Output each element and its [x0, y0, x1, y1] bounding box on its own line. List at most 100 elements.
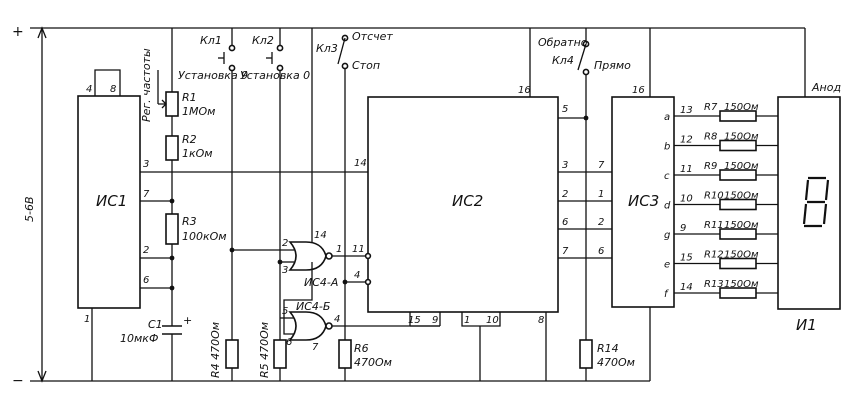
segment-e	[802, 203, 808, 225]
kl3-option-a: Отсчет	[352, 30, 393, 43]
ic3-output-pin-label: 11	[680, 164, 693, 175]
ic3-output-letter: b	[664, 142, 670, 153]
ic1-pin-1: 1	[84, 314, 90, 325]
ic2-pin-14: 14	[354, 158, 367, 169]
bank-resistor-name: R7	[704, 102, 718, 113]
bank-resistor-name: R10	[704, 191, 724, 202]
g4a-pin-1: 1	[336, 244, 342, 255]
junction-dot	[342, 279, 348, 285]
ic2-pin-5: 5	[562, 104, 568, 115]
segment-f	[804, 179, 810, 201]
ic3-output-pin-label: 14	[680, 282, 693, 293]
kl4-contact-b	[582, 68, 590, 76]
ic3-output-pin-label: 15	[680, 253, 693, 264]
r3-label: R3	[182, 215, 197, 228]
g4a-pin-14: 14	[314, 230, 327, 241]
c1-plus: +	[183, 314, 192, 327]
kl4-label: Кл4	[552, 54, 574, 67]
ic3-output-pin-label: 13	[680, 105, 693, 116]
kl3-label: Кл3	[316, 42, 338, 55]
kl2-state: Установка 0	[240, 69, 310, 82]
r6-resistor	[338, 339, 352, 369]
ic2-pin-3: 3	[562, 160, 568, 171]
ic1-label: ИС1	[96, 192, 127, 210]
ic3-label: ИС3	[628, 192, 659, 210]
r1-value: 1МОм	[182, 105, 215, 118]
r3-value: 100кОм	[182, 230, 227, 243]
supply-plus-label: +	[12, 24, 24, 40]
bank-resistor-value: 150Ом	[724, 191, 759, 202]
kl1-label: Кл1	[200, 34, 222, 47]
anode-label: Анод	[811, 81, 841, 94]
ic2-pin-8: 8	[538, 315, 544, 326]
ic2-bottom-1-10-link	[461, 312, 501, 327]
ic3-output-letter: c	[664, 171, 670, 182]
bank-resistor-name: R11	[704, 220, 724, 231]
resistor-bank: 13aR7150Омa12bR8150Омb11cR9150Омc10dR101…	[664, 102, 791, 300]
ic2-pin-10: 10	[486, 315, 499, 326]
g4b-pin-7: 7	[312, 342, 319, 353]
r2-value: 1кОм	[182, 147, 213, 160]
r4-resistor	[225, 339, 239, 369]
kl3-option-b: Стоп	[352, 59, 380, 72]
ic1-pin-6: 6	[143, 275, 149, 286]
ic2-pin-11: 11	[352, 244, 365, 255]
ic2-pin-7: 7	[562, 246, 569, 257]
g4b-pin-6: 6	[286, 337, 292, 348]
supply-voltage-label: 5-6В	[23, 196, 36, 222]
ic4b-inversion-bubble	[325, 322, 333, 330]
segment-b	[824, 179, 830, 201]
bank-resistor-name: R12	[704, 250, 724, 261]
r5-resistor	[273, 339, 287, 369]
kl1-contact	[228, 64, 236, 72]
ic2-pin-4: 4	[354, 270, 360, 281]
ic1-pin4-pin8-link	[94, 69, 121, 96]
bank-resistor-value: 150Ом	[724, 279, 759, 290]
ic2-body	[367, 96, 559, 313]
r6-label: R6	[354, 342, 369, 355]
junction-dot	[169, 198, 175, 204]
c1-value: 10мкФ	[120, 332, 158, 345]
supply-minus-label: −	[12, 373, 24, 389]
ic3-output-pin-label: 10	[680, 194, 693, 205]
kl4-option-a: Обратно	[538, 36, 588, 49]
junction-dot	[169, 285, 175, 291]
ic3-pin-1: 1	[598, 189, 604, 200]
ic4a-gate	[288, 241, 327, 271]
ic4b-in2-wire	[283, 262, 313, 335]
g4b-pin-4: 4	[334, 314, 340, 325]
kl2-contact	[276, 64, 284, 72]
r1-wiper-arrow	[158, 99, 167, 109]
kl1-contact	[228, 44, 236, 52]
kl4-option-b: Прямо	[594, 59, 631, 72]
bank-resistor-name: R13	[704, 279, 724, 290]
r2-label: R2	[182, 133, 197, 146]
r4-label: R4 470Ом	[209, 322, 222, 378]
r14-resistor	[579, 339, 593, 369]
junction-dot	[277, 259, 283, 265]
r3-resistor	[165, 213, 179, 245]
ic2-label: ИС2	[452, 192, 483, 210]
r1-resistor	[165, 91, 179, 117]
g4a-pin-3: 3	[282, 265, 288, 276]
ic2-pin-6: 6	[562, 217, 568, 228]
r2-resistor	[165, 135, 179, 161]
segment-c	[822, 203, 828, 225]
ic2-pin-16: 16	[518, 85, 531, 96]
ic3-output-letter: g	[664, 230, 670, 241]
indicator-label: И1	[796, 316, 817, 334]
kl2-contact	[276, 44, 284, 52]
ic3-output-pin-label: 9	[680, 223, 686, 234]
bank-resistor-name: R9	[704, 161, 717, 172]
voltage-arrow-head-top	[37, 26, 47, 39]
r14-label: R14	[597, 342, 619, 355]
ic1-pin-7: 7	[143, 189, 150, 200]
ic1-pin-8: 8	[110, 84, 116, 95]
ic2-pin-2: 2	[562, 189, 568, 200]
ic1-pin-2: 2	[143, 245, 149, 256]
bank-resistor-value: 150Ом	[724, 132, 759, 143]
ic1-body	[77, 95, 141, 309]
g4a-pin-2: 2	[282, 238, 288, 249]
kl4-lever	[577, 43, 587, 71]
kl3-lever	[337, 37, 346, 65]
